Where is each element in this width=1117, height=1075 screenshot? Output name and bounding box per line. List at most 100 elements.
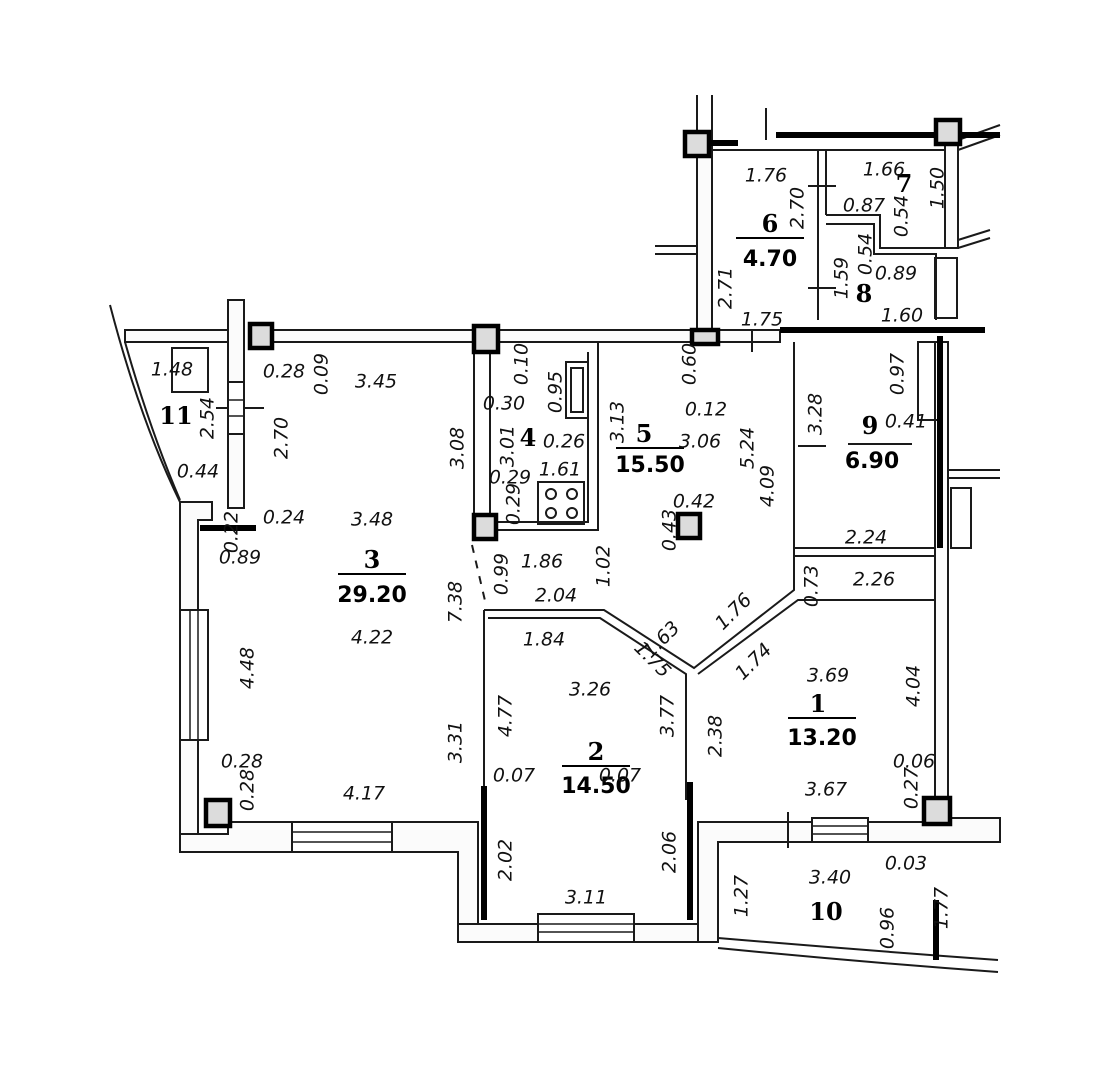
- column: [471, 323, 501, 355]
- dimension-label: 0.60: [679, 343, 701, 385]
- dimension-label: 3.69: [807, 665, 849, 687]
- room8-fixture: [934, 257, 958, 319]
- burner: [566, 507, 578, 519]
- sink-inner: [570, 367, 584, 413]
- dimension-label: 0.10: [511, 343, 533, 385]
- dimension-label: 1.27: [731, 875, 753, 917]
- dimension-label: 1.86: [521, 551, 563, 573]
- dimension-label: 1.66: [863, 159, 905, 181]
- dimension-label: 4.22: [351, 627, 393, 649]
- room4-walls: [473, 342, 599, 531]
- room-area: 6.90: [845, 449, 899, 474]
- column: [933, 117, 963, 147]
- room2-inner2: [697, 599, 936, 675]
- window-room1-bottom: [811, 817, 869, 843]
- dimension-label: 2.54: [197, 397, 219, 439]
- column: [203, 797, 233, 829]
- burner: [566, 488, 578, 500]
- dimension-label: 0.44: [177, 461, 219, 483]
- dimension-label: 2.70: [787, 187, 809, 229]
- room-number: 11: [159, 401, 192, 430]
- dimension-label: 0.97: [887, 353, 909, 395]
- dimension-label: 1.59: [831, 257, 853, 299]
- dimension-label: 0.42: [673, 491, 715, 513]
- dimension-label: 3.45: [355, 371, 397, 393]
- dimension-label: 0.06: [893, 751, 935, 773]
- column: [682, 129, 712, 159]
- dimension-label: 0.87: [843, 195, 885, 217]
- room-number: 3: [364, 545, 381, 574]
- room-number: 5: [636, 419, 653, 448]
- dimension-label: 4.77: [495, 695, 517, 737]
- dimension-label: 3.11: [565, 887, 607, 909]
- dimension-label: 1.61: [539, 459, 581, 481]
- dimension-label: 0.28: [263, 361, 305, 383]
- dimension-label: 0.24: [263, 507, 305, 529]
- stub: [957, 229, 991, 249]
- dimension-label: 3.77: [657, 695, 679, 737]
- dimension-label: 3.31: [445, 721, 467, 763]
- dimension-label: 1.77: [931, 887, 953, 929]
- room-area: 4.70: [743, 247, 797, 272]
- column: [675, 511, 703, 541]
- dimension-label: 2.71: [715, 267, 737, 309]
- dimension-label: 0.41: [885, 411, 927, 433]
- window-room11: [227, 381, 245, 435]
- dimension-label: 0.95: [545, 371, 567, 413]
- room-number: 2: [588, 737, 605, 766]
- burner: [545, 488, 557, 500]
- dimension-label: 4.17: [343, 783, 385, 805]
- room11-curve: [109, 304, 181, 503]
- dimension-label: 0.29: [489, 467, 531, 489]
- dimension-label: 4.09: [757, 465, 779, 507]
- window-room2-bottom: [537, 913, 635, 943]
- dimension-label: 0.12: [685, 399, 727, 421]
- dimension-label: 0.96: [877, 907, 899, 949]
- dimension-label: 3.67: [805, 779, 847, 801]
- room-area: 29.20: [337, 583, 407, 608]
- room9-fixture2: [950, 487, 972, 549]
- dimension-label: 1.48: [151, 359, 193, 381]
- dimension-label: 3.48: [351, 509, 393, 531]
- room-area: 13.20: [787, 726, 857, 751]
- burner: [545, 507, 557, 519]
- dimension-label: 3.06: [679, 431, 721, 453]
- dimension-label: 4.04: [903, 665, 925, 707]
- dimension-label: 3.13: [607, 401, 629, 443]
- dimension-label: 0.27: [901, 767, 923, 809]
- dimension-label: 3.08: [447, 427, 469, 469]
- dimension-label: 1.84: [523, 629, 565, 651]
- dimension-label: 0.99: [491, 553, 513, 595]
- room2-inner: [488, 617, 687, 800]
- dimension-label: 0.03: [885, 853, 927, 875]
- dimension-label: 1.60: [881, 305, 923, 327]
- dimension-label: 1.50: [927, 167, 949, 209]
- room-number: 9: [862, 411, 879, 440]
- dimension-label: 2.26: [853, 569, 895, 591]
- dimension-label: 0.54: [891, 195, 913, 237]
- dimension-label: 0.07: [493, 765, 535, 787]
- dimension-label: 5.24: [737, 427, 759, 469]
- dimension-label: 4.48: [237, 647, 259, 689]
- dimension-label: 3.01: [497, 425, 519, 467]
- heavy-walls: [200, 132, 1000, 960]
- dimension-label: 0.28: [237, 769, 259, 811]
- room-number: 4: [520, 423, 537, 452]
- dimension-label: 7.38: [445, 581, 467, 623]
- dimension-label: 2.04: [535, 585, 577, 607]
- dimension-label: 3.40: [809, 867, 851, 889]
- dimension-label: 0.43: [659, 509, 681, 551]
- column: [689, 327, 721, 347]
- columns: [203, 117, 963, 829]
- dimension-label: 0.89: [875, 263, 917, 285]
- room-number: 7: [896, 169, 913, 198]
- room7-inner: [826, 214, 945, 249]
- windows: [179, 381, 869, 943]
- window-room3-bottom: [291, 821, 393, 853]
- room-number: 6: [762, 209, 779, 238]
- room2-walls: [484, 342, 795, 670]
- room-number: 8: [856, 279, 873, 308]
- room11-box: [171, 347, 209, 393]
- dimension-label: 2.06: [659, 831, 681, 873]
